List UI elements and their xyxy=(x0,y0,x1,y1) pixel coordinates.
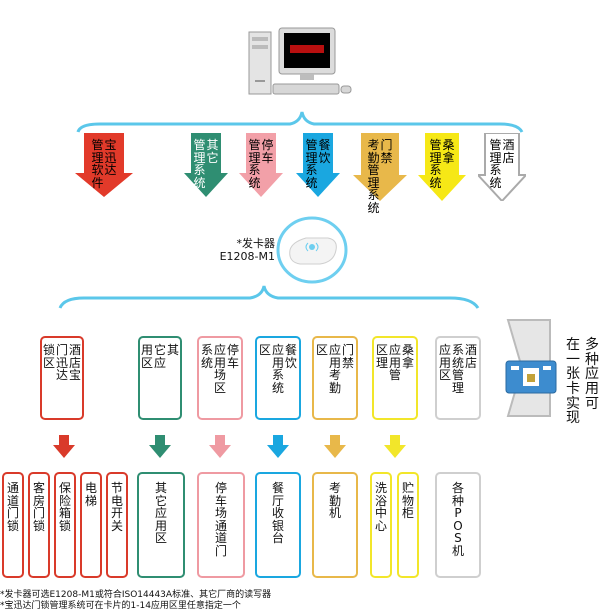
zone-box-4: 门禁应用考勤区 xyxy=(312,336,358,420)
zone-6-text-0: 酒店 xyxy=(465,343,478,370)
output-6-text: 停车场通道门 xyxy=(214,481,227,558)
zone-box-5: 桑拿应用管区理 xyxy=(372,336,418,420)
footnote-1: *发卡器可选E1208-M1或符合ISO14443A标准、其它厂商的读写器 xyxy=(0,590,272,600)
top-arrow-2: 停车管理系统 xyxy=(239,133,283,197)
output-box-3: 电梯 xyxy=(80,472,102,578)
top-arrow-1-text-0: 其它 xyxy=(206,138,219,165)
zone-0-text-1: 门迅达 xyxy=(55,343,68,383)
zone-4-text-0: 门禁 xyxy=(342,343,355,370)
down-arrow-icon xyxy=(208,435,232,463)
zone-3-text-1: 应用系统 xyxy=(271,343,284,395)
output-0-text: 通道门锁 xyxy=(6,481,19,533)
output-box-5: 其它应用区 xyxy=(137,472,185,578)
down-arrow-icon xyxy=(148,435,172,463)
top-arrow-0-text-1: 管理软件 xyxy=(91,138,104,190)
top-arrow-2-text-0: 停车 xyxy=(261,138,274,165)
top-arrow-0: 宝迅达管理软件 xyxy=(75,133,133,197)
top-arrow-3-text-0: 餐饮 xyxy=(318,138,331,165)
output-box-10: 贮物柜 xyxy=(397,472,419,578)
zone-1-text-2: 用区 xyxy=(140,343,153,370)
top-arrow-1-text-1: 管理系统 xyxy=(193,138,206,190)
top-arrow-5: 桑拿管理系统 xyxy=(418,133,466,201)
top-arrow-6-text-1: 管理系统 xyxy=(489,138,502,190)
computer-icon xyxy=(245,20,355,100)
zone-5-text-1: 应用管 xyxy=(388,343,401,383)
down-arrow-icon xyxy=(323,435,347,463)
top-arrow-5-text-1: 管理系统 xyxy=(429,138,442,190)
down-arrow-icon xyxy=(266,435,290,463)
zone-5-text-0: 桑拿 xyxy=(402,343,415,370)
output-10-text: 贮物柜 xyxy=(401,481,414,521)
zone-box-0: 酒店宝门迅达锁区 xyxy=(40,336,84,420)
output-9-text: 洗浴中心 xyxy=(374,481,387,533)
rfid-card-icon xyxy=(505,360,557,394)
zone-2-text-0: 停车 xyxy=(227,343,240,370)
top-arrow-4-text-0: 门禁 xyxy=(380,138,393,165)
output-3-text: 电梯 xyxy=(84,481,97,508)
side-text-col1: 多种应用可 xyxy=(585,337,599,412)
zone-2-text-2: 系统 xyxy=(200,343,213,370)
top-arrow-4: 门禁考勤管理系统 xyxy=(353,133,407,214)
zone-6-text-1: 系统管理 xyxy=(451,343,464,395)
top-arrow-3-text-1: 管理系统 xyxy=(305,138,318,190)
output-box-6: 停车场通道门 xyxy=(197,472,245,578)
zone-6-text-2: 应用区 xyxy=(438,343,451,383)
output-box-8: 考勤机 xyxy=(312,472,358,578)
output-box-7: 餐厅收银台 xyxy=(255,472,301,578)
output-box-2: 保险箱锁 xyxy=(54,472,76,578)
zone-box-6: 酒店系统管理应用区 xyxy=(435,336,481,420)
output-box-4: 节电开关 xyxy=(106,472,128,578)
output-box-0: 通道门锁 xyxy=(2,472,24,578)
output-box-9: 洗浴中心 xyxy=(370,472,392,578)
top-arrow-6-text-0: 酒店 xyxy=(502,138,515,165)
side-text-col2: 在一张卡实现 xyxy=(566,337,580,427)
output-8-text: 考勤机 xyxy=(328,481,341,521)
top-arrow-0-text-0: 宝迅达 xyxy=(104,138,117,178)
top-arrow-6: 酒店管理系统 xyxy=(478,133,526,201)
zone-1-text-0: 其 xyxy=(167,343,180,357)
down-arrow-icon xyxy=(383,435,407,463)
top-arrow-5-text-0: 桑拿 xyxy=(442,138,455,165)
zone-0-text-2: 锁区 xyxy=(42,343,55,370)
zone-box-2: 停车应用场区系统 xyxy=(197,336,243,420)
zone-2-text-1: 应用场区 xyxy=(213,343,226,395)
down-arrow-icon xyxy=(52,435,76,463)
output-2-text: 保险箱锁 xyxy=(58,481,71,533)
top-arrow-1: 其它管理系统 xyxy=(184,133,228,197)
zone-4-text-1: 应用考勤 xyxy=(328,343,341,395)
top-arrow-2-text-1: 管理系统 xyxy=(248,138,261,190)
output-4-text: 节电开关 xyxy=(110,481,123,533)
zone-1-text-1: 它应 xyxy=(153,343,166,370)
zone-4-text-2: 区 xyxy=(315,343,328,357)
output-7-text: 餐厅收银台 xyxy=(271,481,284,546)
zone-box-1: 其它应用区 xyxy=(138,336,182,420)
zone-box-3: 餐饮应用系统区 xyxy=(255,336,301,420)
zone-5-text-2: 区理 xyxy=(375,343,388,370)
card-reader-label: *发卡器 E1208-M1 xyxy=(219,237,275,263)
zone-3-text-0: 餐饮 xyxy=(285,343,298,370)
top-arrow-3: 餐饮管理系统 xyxy=(296,133,340,197)
zone-0-text-0: 酒店宝 xyxy=(69,343,82,383)
output-box-1: 客房门锁 xyxy=(28,472,50,578)
output-1-text: 客房门锁 xyxy=(32,481,45,533)
zone-3-text-2: 区 xyxy=(258,343,271,357)
top-arrow-4-text-1: 考勤管理系统 xyxy=(367,138,380,215)
output-5-text: 其它应用区 xyxy=(154,481,167,546)
footnote-2: *宝迅达门锁管理系统可在卡片的1-14应用区里任意指定一个 xyxy=(0,601,241,611)
card-reader-icon xyxy=(276,212,348,284)
